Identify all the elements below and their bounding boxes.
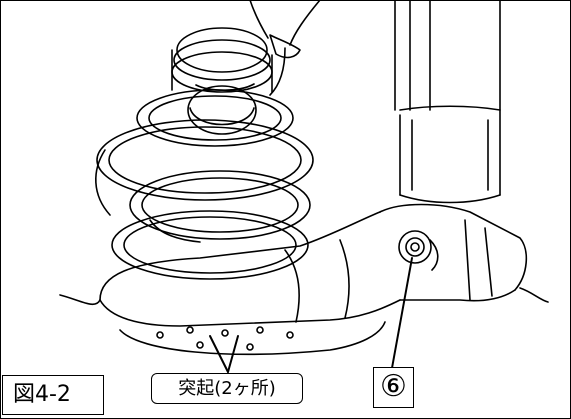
bump-stop bbox=[171, 27, 273, 135]
bolt bbox=[398, 230, 439, 271]
shock-absorber bbox=[394, 0, 501, 204]
spring-seat bbox=[119, 321, 386, 356]
figure-label: 図4-2 bbox=[2, 375, 104, 415]
part-number-badge: ⑥ bbox=[373, 367, 414, 408]
coil-spring bbox=[95, 89, 314, 280]
leader-lines bbox=[209, 257, 413, 373]
lower-arm bbox=[59, 203, 549, 327]
protrusion-callout: 突起(2ヶ所) bbox=[151, 373, 303, 404]
